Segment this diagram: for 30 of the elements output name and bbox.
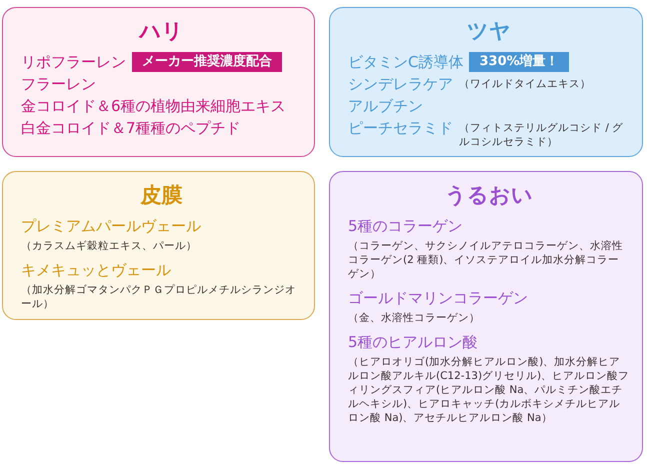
ingredient-name: 5種のヒアルロン酸 [348, 332, 478, 352]
highlight-badge: 330%増量！ [469, 52, 569, 72]
ingredient-note: （ワイルドタイムエキス） [459, 77, 591, 91]
card-title: 皮膜 [139, 182, 184, 209]
category-card [2, 171, 315, 320]
ingredient-name: キメキュッとヴェール [21, 260, 171, 280]
card-title: うるおい [444, 182, 534, 209]
category-card [2, 7, 315, 157]
ingredient-note: （フィトステリルグルコシド / グルコシルセラミド） [459, 121, 624, 149]
ingredient-name: シンデレラケア [348, 74, 453, 94]
ingredient-name: ゴールドマリンコラーゲン [348, 288, 528, 308]
ingredient-note: （カラスムギ穀粒エキス、パール） [21, 239, 198, 253]
ingredient-name: 白金コロイド＆7種種のペプチド [21, 118, 241, 138]
card-title: ハリ [138, 18, 184, 45]
category-card [329, 7, 643, 157]
ingredient-note: （金、水溶性コラーゲン） [348, 311, 481, 325]
ingredient-name: リポフラーレン [21, 52, 126, 72]
ingredient-name: 金コロイド＆6種の植物由来細胞エキス [21, 96, 286, 116]
ingredient-note: （加水分解ゴマタンパクＰＧプロピルメチルシランジオール） [21, 283, 297, 311]
card-title: ツヤ [466, 18, 512, 45]
ingredient-note: （ヒアロオリゴ(加水分解ヒアルロン酸)、加水分解ヒアルロン酸アルキル(C12-13)グリセリル)、ヒアルロン酸フィリングスフィア(ヒアルロン酸 Na、パルミチン酸エチルヘキシル)、ヒアロキャッチ(カルボキシメチルヒアルロン酸 Na)、アセチルヒアルロン酸 Na） [348, 355, 630, 425]
category-card [329, 171, 643, 462]
ingredient-name: アルブチン [348, 96, 423, 116]
ingredient-name: ピーチセラミド [348, 118, 453, 138]
ingredient-name: ビタミンC誘導体 [348, 52, 464, 72]
highlight-badge: メーカー推奨濃度配合 [132, 52, 282, 72]
ingredient-name: 5種のコラーゲン [348, 216, 463, 236]
ingredient-name: フラーレン [21, 74, 96, 94]
ingredient-note: （コラーゲン、サクシノイルアテロコラーゲン、水溶性コラーゲン(2 種類)、イソステアロイル加水分解コラーゲン） [348, 239, 624, 281]
ingredient-name: プレミアムパールヴェール [21, 216, 201, 236]
